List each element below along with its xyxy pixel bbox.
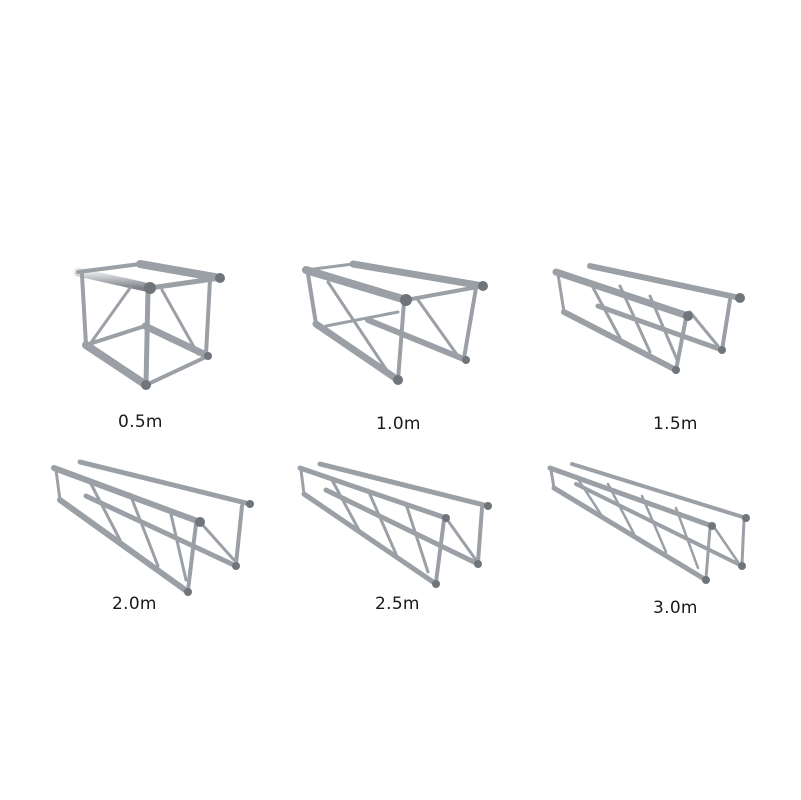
length-label: 1.0m — [376, 414, 421, 434]
truss-2-5m: 2.5m — [296, 461, 496, 614]
length-label: 2.0m — [112, 594, 157, 614]
truss-1-0m: 1.0m — [298, 260, 493, 434]
length-label: 0.5m — [118, 412, 163, 432]
truss-0-5m: 0.5m — [70, 260, 240, 432]
truss-image — [302, 260, 488, 385]
truss-image — [547, 462, 750, 584]
truss-image — [552, 263, 745, 374]
length-label: 3.0m — [653, 598, 698, 618]
truss-2-0m: 2.0m — [50, 459, 260, 614]
length-label: 2.5m — [375, 594, 420, 614]
truss-image — [297, 461, 492, 588]
truss-3-0m: 3.0m — [546, 462, 751, 618]
length-label: 1.5m — [653, 414, 698, 434]
truss-image — [73, 260, 225, 390]
truss-image — [51, 459, 254, 596]
truss-1-5m: 1.5m — [550, 262, 750, 434]
